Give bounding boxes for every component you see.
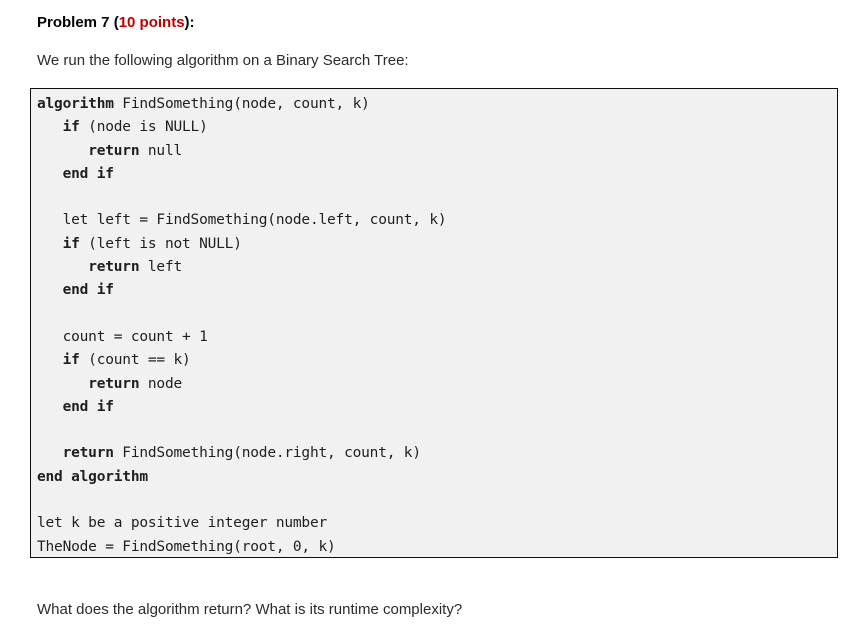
code-line: if (left is not NULL) <box>37 233 837 256</box>
code-text <box>37 143 88 159</box>
code-keyword: return <box>88 259 140 276</box>
code-line: end algorithm <box>37 466 837 489</box>
code-keyword: return <box>88 142 140 159</box>
problem-title-suffix: ): <box>184 14 195 31</box>
code-text: left <box>139 259 183 276</box>
code-keyword: end if <box>62 398 114 415</box>
code-line: TheNode = FindSomething(root, 0, k) <box>37 536 837 559</box>
intro-text: We run the following algorithm on a Bina… <box>37 52 409 69</box>
code-text <box>37 352 63 368</box>
code-keyword: algorithm <box>37 96 114 112</box>
code-keyword: end if <box>62 165 114 182</box>
code-line <box>37 303 837 326</box>
code-line: algorithm FindSomething(node, count, k) <box>37 93 837 116</box>
problem-title-prefix: Problem 7 ( <box>37 14 119 31</box>
code-line: end if <box>37 279 837 302</box>
code-line: return left <box>37 256 837 279</box>
code-text <box>37 445 63 461</box>
code-line: end if <box>37 396 837 419</box>
code-text: count = count + 1 <box>37 328 208 345</box>
code-keyword: if <box>62 352 80 369</box>
code-line <box>37 186 837 209</box>
code-keyword: end if <box>62 282 114 299</box>
code-text: TheNode = FindSomething(root, 0, k) <box>37 538 336 555</box>
code-text <box>37 376 88 392</box>
code-text: FindSomething(node.right, count, k) <box>113 445 421 462</box>
code-keyword: if <box>62 119 80 136</box>
question-text: What does the algorithm return? What is … <box>37 601 463 618</box>
code-line: end if <box>37 163 837 186</box>
code-text: node <box>139 375 183 392</box>
code-keyword: return <box>88 375 140 392</box>
code-line <box>37 489 837 512</box>
code-text: FindSomething(node, count, k) <box>113 96 370 112</box>
code-text <box>37 119 63 135</box>
code-text: null <box>139 142 183 159</box>
code-text: let left = FindSomething(node.left, coun… <box>37 212 447 229</box>
code-line: return FindSomething(node.right, count, … <box>37 442 837 465</box>
code-line: if (node is NULL) <box>37 116 837 139</box>
code-text <box>37 236 63 252</box>
algorithm-code-block: algorithm FindSomething(node, count, k) … <box>30 88 838 558</box>
code-text <box>37 259 88 275</box>
code-text <box>37 399 63 415</box>
code-text <box>37 282 63 298</box>
code-line <box>37 419 837 442</box>
code-keyword: return <box>62 445 114 462</box>
code-line: count = count + 1 <box>37 326 837 349</box>
code-text: (count == k) <box>79 352 191 369</box>
code-text: let k be a positive integer number <box>37 515 328 532</box>
code-keyword: end algorithm <box>37 468 148 485</box>
code-line: if (count == k) <box>37 349 837 372</box>
code-text: (left is not NULL) <box>79 235 242 252</box>
code-keyword: if <box>62 235 80 252</box>
code-line: return node <box>37 373 837 396</box>
code-text <box>37 166 63 182</box>
code-text: (node is NULL) <box>79 119 208 136</box>
problem-title: Problem 7 (10 points): <box>37 14 195 31</box>
code-line: let k be a positive integer number <box>37 512 837 535</box>
code-line: let left = FindSomething(node.left, coun… <box>37 209 837 232</box>
code-line: return null <box>37 140 837 163</box>
problem-points-badge: 10 points <box>118 14 185 31</box>
